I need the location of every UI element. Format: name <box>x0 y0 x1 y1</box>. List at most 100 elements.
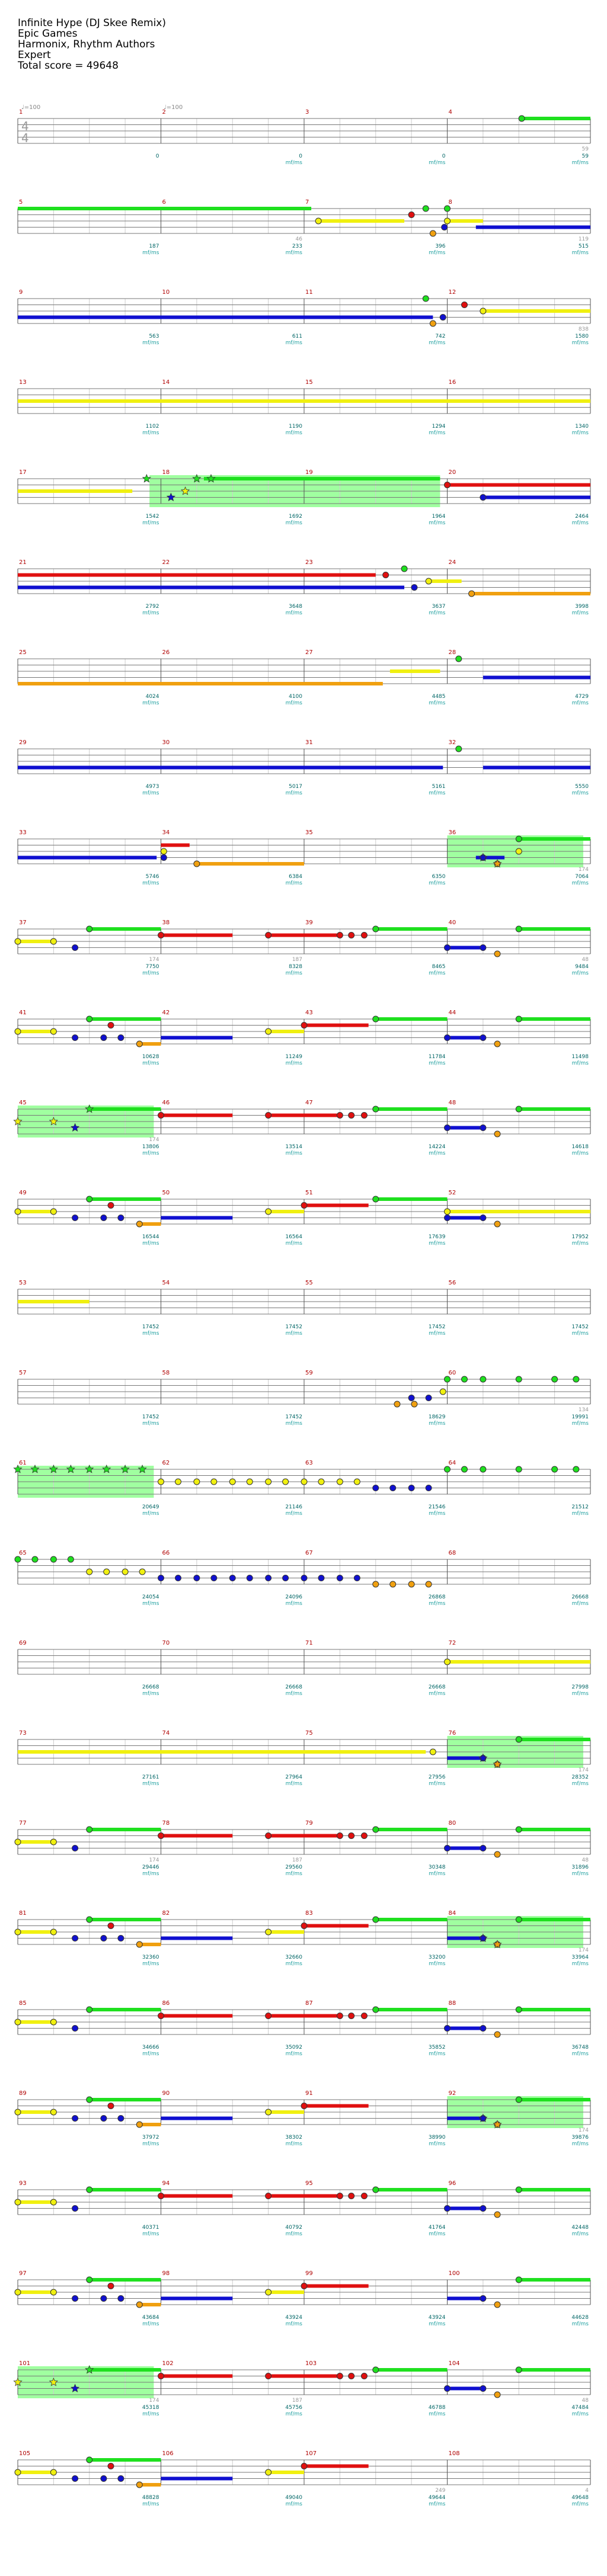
note-gem <box>382 572 389 578</box>
measure-total: 6384 <box>289 874 302 880</box>
multiplier-label: mf/ms <box>286 970 303 976</box>
measure-number: 56 <box>449 1280 456 1286</box>
measure-number: 98 <box>162 2270 170 2277</box>
measure-number: 44 <box>449 1010 456 1016</box>
multiplier-label: mf/ms <box>142 1151 159 1156</box>
note-gem <box>265 1928 272 1936</box>
measure-number: 57 <box>19 1370 27 1376</box>
note-gem <box>429 320 436 327</box>
multiplier-label: mf/ms <box>286 520 303 526</box>
measure-number: 74 <box>162 1730 170 1736</box>
note-gem <box>372 1106 379 1113</box>
measure-total: 5161 <box>432 784 446 790</box>
measure-total: 32660 <box>285 1955 302 1960</box>
measure-number: 106 <box>162 2450 174 2457</box>
multiplier-label: mf/ms <box>429 340 446 346</box>
multiplier-label: mf/ms <box>429 1511 446 1517</box>
measure-number: 78 <box>162 1820 170 1827</box>
note-gem <box>480 494 487 501</box>
note-gem <box>100 2295 107 2302</box>
measure-number: 61 <box>19 1460 27 1466</box>
note-gem <box>265 2373 272 2379</box>
measure-total: 4973 <box>146 784 159 790</box>
multiplier-label: mf/ms <box>429 2051 446 2057</box>
note-gem <box>348 2013 355 2019</box>
note-gem <box>265 1478 272 1485</box>
note-gem <box>348 1112 355 1119</box>
measure-total: 14224 <box>429 1144 446 1150</box>
measure-total: 742 <box>435 334 445 339</box>
measure-number: 84 <box>449 1910 456 1917</box>
multiplier-label: mf/ms <box>429 970 446 976</box>
note-gem <box>455 745 462 752</box>
note-gem <box>389 1581 397 1588</box>
measure-total: 8328 <box>289 964 302 970</box>
note-gem <box>50 1928 57 1936</box>
multiplier-label: mf/ms <box>572 160 589 166</box>
measure-gain: 187 <box>292 1857 302 1863</box>
measure-total: 2464 <box>575 514 589 520</box>
measure-total: 4485 <box>432 694 446 700</box>
note-gem <box>551 1466 558 1473</box>
note-gem <box>411 1401 418 1408</box>
note-gem <box>425 578 432 585</box>
measure-total: 14618 <box>571 1144 589 1150</box>
note-gem <box>301 2283 308 2289</box>
measure-total: 17452 <box>429 1324 446 1330</box>
note-gem <box>360 2193 368 2199</box>
measure-number: 80 <box>449 1820 456 1827</box>
note-gem <box>117 2475 124 2482</box>
measure-total: 11249 <box>285 1054 302 1060</box>
measure-number: 96 <box>449 2180 456 2187</box>
multiplier-label: mf/ms <box>572 610 589 616</box>
note-gem <box>160 854 167 861</box>
measure-total: 44628 <box>571 2315 589 2321</box>
measure-number: 83 <box>305 1910 313 1917</box>
note-gem <box>122 1568 129 1575</box>
measure-total: 29560 <box>285 1864 302 1870</box>
measure-gain: 119 <box>579 236 589 242</box>
note-gem <box>86 1826 93 1833</box>
multiplier-label: mf/ms <box>429 880 446 886</box>
multiplier-label: mf/ms <box>572 1421 589 1427</box>
note-gem <box>372 2006 379 2013</box>
note-gem <box>348 2373 355 2379</box>
star-note <box>478 2113 488 2123</box>
star-note <box>192 473 202 483</box>
measure-gain: 249 <box>435 2488 445 2494</box>
note-gem <box>494 1040 501 1047</box>
measure-total: 11498 <box>571 1054 589 1060</box>
note-gem <box>444 1845 451 1851</box>
star-note <box>70 1123 80 1132</box>
measure-total: 40371 <box>142 2225 159 2231</box>
note-gem <box>117 1935 124 1941</box>
measure-number: 64 <box>449 1460 456 1466</box>
multiplier-label: mf/ms <box>142 700 159 706</box>
measure-total: 7750 <box>146 964 159 970</box>
note-gem <box>72 1935 79 1941</box>
note-gem <box>14 1556 21 1563</box>
song-header: Infinite Hype (DJ Skee Remix) Epic Games… <box>18 18 166 71</box>
note-gem <box>107 1923 114 1929</box>
measure-number: 75 <box>305 1730 313 1736</box>
measure-number: 28 <box>449 649 456 656</box>
measure-number: 54 <box>162 1280 170 1286</box>
measure-total: 17452 <box>285 1414 302 1420</box>
measure-total: 4729 <box>575 694 589 700</box>
note-gem <box>336 932 343 938</box>
measure-number: 52 <box>449 1190 456 1196</box>
note-gem <box>573 1466 580 1473</box>
measure-number: 25 <box>19 649 27 656</box>
measure-total: 43924 <box>429 2315 446 2321</box>
multiplier-label: mf/ms <box>429 430 446 436</box>
measure-total: 35852 <box>429 2045 446 2050</box>
measure-number: 53 <box>19 1280 27 1286</box>
note-gem <box>494 1220 501 1228</box>
measure-number: 86 <box>162 2000 170 2007</box>
measure-number: 10 <box>162 289 170 296</box>
